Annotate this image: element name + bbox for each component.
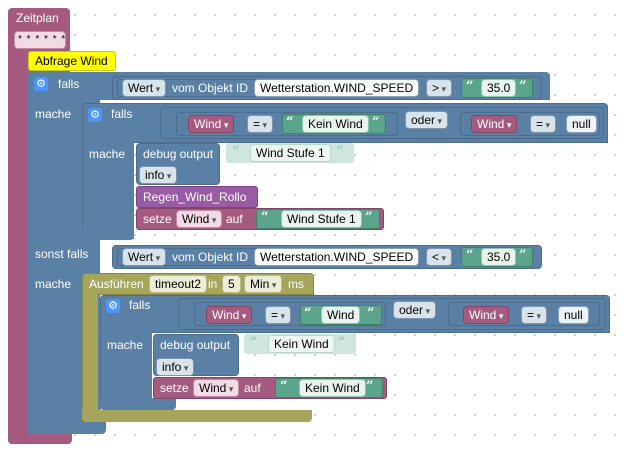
quote-close-icon: ”	[336, 144, 344, 159]
eq-dropdown-1b[interactable]: =	[530, 115, 557, 133]
if-label: falls	[58, 77, 80, 91]
text-field-1a[interactable]: Kein Wind	[302, 115, 369, 133]
set-label-1: setze	[143, 212, 172, 226]
debug-level-dropdown-1[interactable]: info	[139, 166, 178, 184]
do-label-1: mache	[35, 107, 72, 121]
gear-icon[interactable]: ⚙	[106, 299, 120, 313]
procedure-call-block[interactable]	[136, 186, 258, 208]
timeout-unit-dropdown[interactable]: Min	[244, 275, 283, 293]
comment-block[interactable]	[28, 51, 116, 71]
procedure-call-label: Regen_Wind_Rollo	[143, 190, 247, 204]
quote-open-icon: “	[261, 210, 269, 225]
object-id-field-2[interactable]: Wetterstation.WIND_SPEED	[254, 248, 420, 266]
eq-dropdown-2a[interactable]: =	[265, 306, 292, 324]
text-field-2a[interactable]: Wind	[321, 306, 361, 324]
set-var-dropdown-1[interactable]: Wind	[176, 210, 223, 228]
quote-close-icon: ”	[519, 248, 527, 263]
set-text-field-2[interactable]: Kein Wind	[299, 379, 366, 397]
quote-open-icon: “	[286, 115, 294, 130]
operator-dropdown-1[interactable]: >	[426, 79, 453, 97]
number-field-1[interactable]: 35.0	[481, 79, 517, 97]
number-field-2[interactable]: 35.0	[481, 248, 517, 266]
set-text-field-1[interactable]: Wind Stufe 1	[281, 210, 362, 228]
debug-text-field-1[interactable]: Wind Stufe 1	[250, 144, 331, 162]
eq-dropdown-1a[interactable]: =	[247, 115, 274, 133]
timeout-arm	[82, 293, 98, 421]
timeout-in-label: in	[208, 277, 218, 291]
set-var-dropdown-2[interactable]: Wind	[193, 379, 240, 397]
logic-dropdown-1[interactable]: oder	[405, 111, 449, 129]
from-object-label-2: vom Objekt ID	[172, 250, 249, 264]
quote-open-icon: “	[232, 144, 240, 159]
value-dropdown-2[interactable]: Wert	[122, 248, 167, 266]
if-block-bottom	[28, 420, 106, 434]
gear-icon[interactable]: ⚙	[88, 108, 102, 122]
timeout-name-field[interactable]: timeout2	[149, 275, 208, 293]
object-id-field-1[interactable]: Wetterstation.WIND_SPEED	[254, 79, 420, 97]
quote-close-icon: ”	[365, 210, 373, 225]
var-wind-1a[interactable]: Wind	[188, 115, 235, 133]
schedule-param-field[interactable]: * * * * * *	[14, 31, 66, 49]
null-field-1[interactable]: null	[566, 115, 597, 133]
quote-close-icon: ”	[366, 379, 374, 394]
debug-level-dropdown-2[interactable]: info	[156, 358, 195, 376]
from-object-label-1: vom Objekt ID	[172, 81, 249, 95]
inner-if-label-1: falls	[111, 107, 133, 121]
debug-label-1: debug output	[143, 147, 214, 161]
quote-open-icon: “	[304, 306, 312, 321]
quote-close-icon: ”	[372, 115, 380, 130]
do-label-inner-2: mache	[107, 338, 144, 352]
inner-if-bottom-1	[82, 228, 134, 240]
value-dropdown-1[interactable]: Wert	[122, 79, 167, 97]
var-wind-2a[interactable]: Wind	[206, 306, 253, 324]
var-wind-2b[interactable]: Wind	[463, 306, 510, 324]
quote-close-icon: ”	[519, 79, 527, 94]
set-label-2: setze	[160, 381, 189, 395]
quote-open-icon: “	[466, 79, 474, 94]
quote-close-icon: ”	[338, 335, 346, 350]
timeout-ms-label: ms	[288, 277, 304, 291]
timeout-value-field[interactable]: 5	[222, 275, 241, 293]
eq-dropdown-2b[interactable]: =	[521, 306, 548, 324]
timeout-label: Ausführen	[89, 277, 144, 291]
do-label-2: mache	[35, 277, 72, 291]
timeout-bottom	[82, 410, 312, 422]
gear-icon[interactable]: ⚙	[34, 77, 48, 91]
inner-if-arm-1	[82, 141, 134, 239]
comment-text: Abfrage Wind	[35, 54, 108, 68]
debug-text-field-2[interactable]: Kein Wind	[268, 335, 335, 353]
logic-dropdown-2[interactable]: oder	[393, 301, 437, 319]
schedule-title: Zeitplan	[16, 11, 59, 25]
inner-if-bottom-2	[100, 398, 176, 410]
quote-open-icon: “	[466, 248, 474, 263]
inner-if-label-2: falls	[129, 298, 151, 312]
operator-dropdown-2[interactable]: <	[426, 248, 453, 266]
do-label-inner-1: mache	[89, 147, 126, 161]
set-to-label-1: auf	[226, 212, 243, 226]
set-to-label-2: auf	[244, 381, 261, 395]
inner-if-arm-2	[100, 331, 152, 409]
quote-open-icon: “	[280, 379, 288, 394]
null-field-2[interactable]: null	[558, 306, 589, 324]
debug-label-2: debug output	[160, 338, 231, 352]
var-wind-1b[interactable]: Wind	[471, 115, 518, 133]
else-if-label: sonst falls	[35, 247, 89, 261]
quote-close-icon: ”	[367, 306, 375, 321]
quote-open-icon: “	[250, 335, 258, 350]
